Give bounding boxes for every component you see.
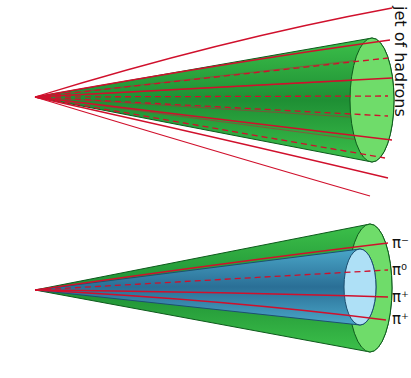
pion-cones [35, 224, 392, 352]
particle-label: π⁺ [392, 312, 409, 327]
particle-label: π⁻ [392, 236, 409, 251]
particle-label: π⁰ [392, 263, 407, 278]
jet-label: jet of hadrons [392, 6, 408, 117]
particle-label: π⁺ [392, 290, 409, 305]
hadron-jet-cone [35, 8, 394, 196]
